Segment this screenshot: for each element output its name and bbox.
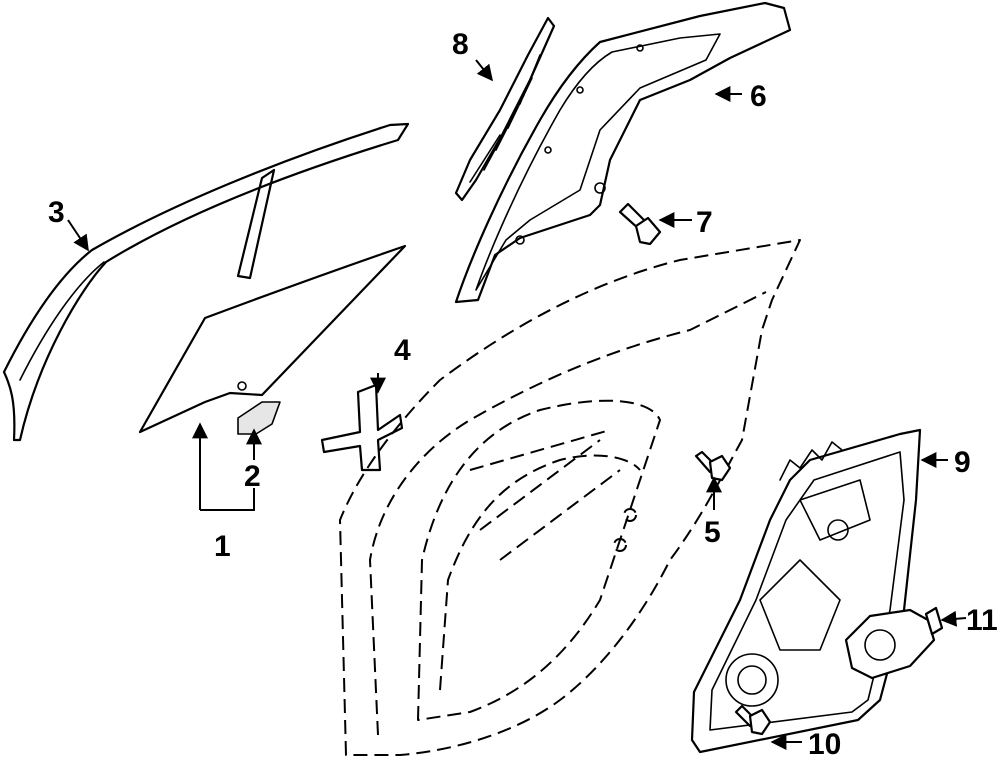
- callout-11: 11: [966, 604, 998, 637]
- part-7-bolt: [618, 202, 662, 246]
- leader-1b: [200, 488, 255, 511]
- callout-9: 9: [954, 446, 971, 479]
- part-1-door-glass: [138, 244, 407, 434]
- leader-8: [475, 59, 493, 82]
- part-4-guide-rail: [320, 383, 404, 472]
- callout-4: 4: [394, 334, 411, 367]
- callout-8: 8: [452, 28, 469, 61]
- leader-11: [940, 610, 967, 627]
- leader-lines: [67, 59, 967, 750]
- callout-labels: 1 2 3 4 5 6 7 8 9 10 11: [48, 28, 998, 761]
- callout-7: 7: [696, 206, 713, 239]
- callout-2: 2: [244, 460, 261, 493]
- callout-5: 5: [704, 516, 721, 549]
- part-10-bolt: [734, 704, 772, 736]
- leader-3: [67, 219, 89, 252]
- part-5-bolt: [694, 450, 732, 482]
- part-3-glass-run-channel: [2, 122, 410, 442]
- part-11-window-motor: [844, 606, 944, 680]
- part-6-window-frame: [454, 1, 792, 304]
- callout-10: 10: [808, 728, 841, 761]
- part-2-glass-bracket: [237, 401, 281, 435]
- part-9-regulator-plate: [690, 428, 922, 754]
- part-8-weatherstrip: [454, 16, 556, 202]
- callout-3: 3: [48, 196, 65, 229]
- callout-1: 1: [214, 530, 231, 563]
- callout-6: 6: [750, 80, 767, 113]
